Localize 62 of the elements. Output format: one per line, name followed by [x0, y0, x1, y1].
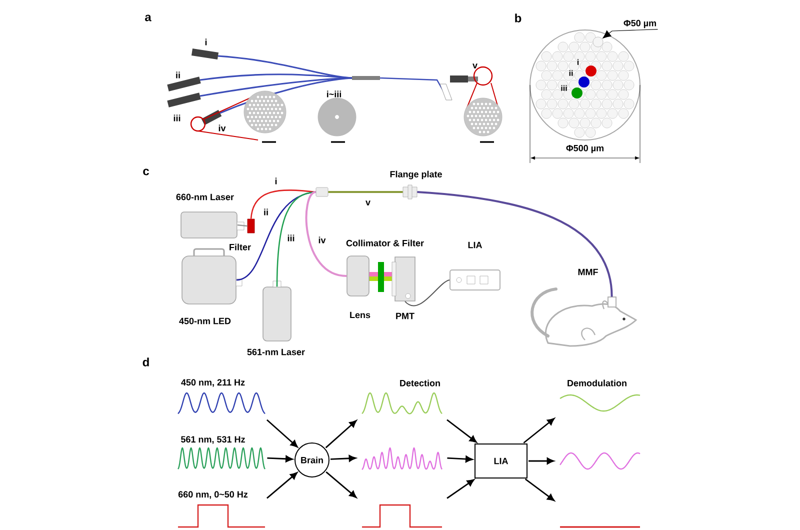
component-label: Collimator & Filter	[346, 240, 424, 246]
connector-line	[237, 224, 248, 227]
device-label: 450-nm LED	[179, 318, 231, 324]
edge-label: v	[364, 200, 372, 206]
fiber-label: iii	[174, 114, 180, 122]
fiber-label: i	[577, 59, 579, 65]
signal-cable	[404, 280, 450, 306]
fiber-label: ii	[569, 70, 573, 76]
arrow	[267, 456, 293, 462]
arrow	[266, 419, 298, 448]
waveform	[560, 394, 640, 412]
fiber-label: ii	[176, 72, 180, 78]
fiber-label: i	[205, 38, 207, 46]
edge-label: i	[274, 176, 278, 186]
device-label: PMT	[396, 312, 414, 320]
device-label: LIA	[468, 242, 482, 248]
dimension-label: Φ50 µm	[624, 20, 656, 28]
dimension-label: Φ500 µm	[566, 144, 604, 154]
fiber-label: v	[472, 64, 478, 68]
optical-fiber	[305, 191, 347, 277]
device-label: Filter	[230, 244, 251, 250]
edge-label: MMF	[576, 268, 600, 276]
optical-fiber	[276, 191, 316, 287]
fiber-label: iv	[218, 124, 226, 132]
waveform-label: 660 nm, 0~50 Hz	[178, 491, 248, 499]
arrow	[528, 458, 554, 464]
leader-line	[602, 28, 658, 38]
arrow	[524, 478, 555, 502]
arrow	[330, 455, 356, 462]
arrow	[325, 420, 357, 448]
panel-letter: a	[145, 14, 152, 22]
edge-label: iv	[317, 236, 327, 244]
lia-box: LIA	[474, 444, 528, 478]
arrow	[447, 456, 473, 462]
device-label: 660-nm Laser	[176, 194, 234, 200]
waveform	[361, 447, 443, 470]
mouse-drawing	[530, 288, 637, 347]
device-label: Lens	[350, 312, 370, 318]
waveform-label: 450 nm, 211 Hz	[181, 379, 245, 387]
waveform-label: 561 nm, 531 Hz	[181, 436, 245, 444]
arrow	[266, 472, 298, 499]
fiber-label: iii	[561, 85, 567, 91]
fiber-circle	[592, 36, 604, 48]
device-label: Flange plate	[390, 170, 442, 180]
fiber-coupler	[316, 187, 328, 197]
device-label: 561-nm Laser	[247, 348, 305, 356]
panel-letter: d	[142, 358, 149, 366]
waveform	[362, 392, 442, 414]
edge-label: ii	[262, 208, 270, 216]
panel-letter: c	[143, 168, 149, 176]
arrow	[523, 418, 555, 444]
arrow	[446, 419, 477, 443]
panel-letter: b	[515, 14, 522, 22]
arrow	[446, 479, 474, 499]
arrow	[326, 471, 357, 498]
optical-fiber	[250, 190, 316, 219]
edge-label: iii	[286, 234, 296, 242]
optical-fiber	[328, 191, 403, 193]
fiber-label: i~iii	[327, 90, 341, 98]
waveform	[362, 504, 442, 528]
optical-fiber	[417, 191, 613, 297]
waveform	[560, 452, 640, 470]
